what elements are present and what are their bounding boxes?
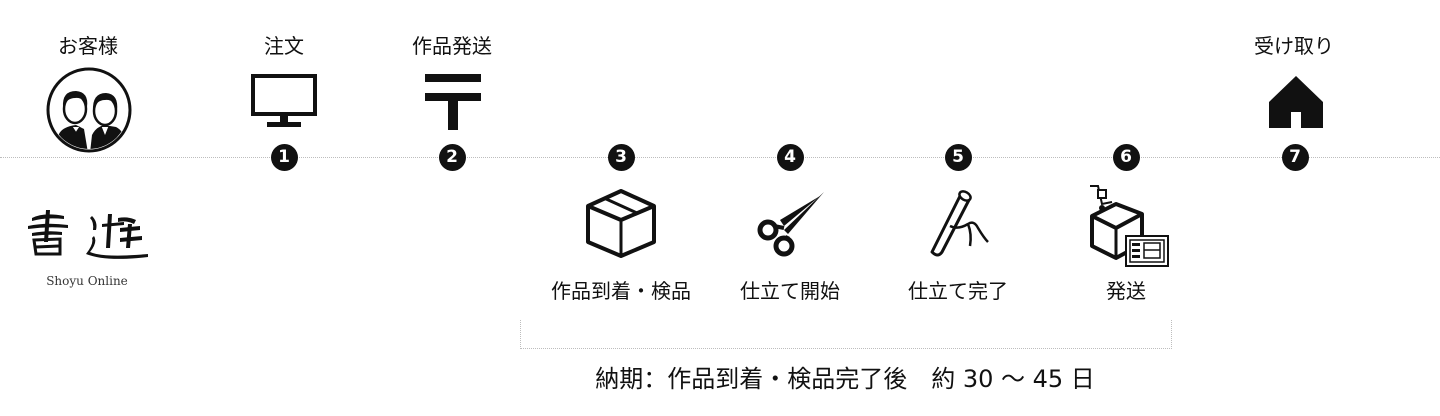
delivery-range-bracket [520, 320, 1172, 349]
delivery-note: 納期：作品到着・検品完了後 約 30 ～ 45 日 [595, 365, 1095, 393]
ship-work-label: 作品発送 [412, 34, 492, 58]
step-5-badge: 5 [944, 144, 972, 171]
step-5-label: 仕立て完了 [908, 279, 1008, 303]
step-1-badge: 1 [270, 144, 298, 171]
postal-mark-icon [425, 74, 481, 130]
step-6-badge: 6 [1112, 144, 1140, 171]
order-label: 注文 [264, 34, 304, 58]
step-7-badge: 7 [1281, 144, 1309, 171]
shoyu-logo [28, 210, 148, 259]
step-6-label: 発送 [1106, 279, 1146, 303]
house-icon [1269, 76, 1323, 128]
step-3-badge: 3 [607, 144, 635, 171]
step-2-badge: 2 [438, 144, 466, 171]
timeline-line [0, 157, 1440, 158]
scroll-icon [930, 190, 989, 257]
scissors-icon [757, 192, 824, 257]
box-icon [586, 189, 656, 258]
step-4-badge: 4 [776, 144, 804, 171]
customer-label: お客様 [58, 34, 118, 58]
logo-subtitle: Shoyu Online [46, 274, 128, 288]
receive-label: 受け取り [1254, 34, 1334, 58]
step-4-label: 仕立て開始 [740, 279, 840, 303]
step-3-label: 作品到着・検品 [551, 279, 691, 303]
customers-icon [46, 67, 132, 153]
box-with-label-icon [1090, 185, 1169, 267]
monitor-icon [251, 74, 317, 127]
